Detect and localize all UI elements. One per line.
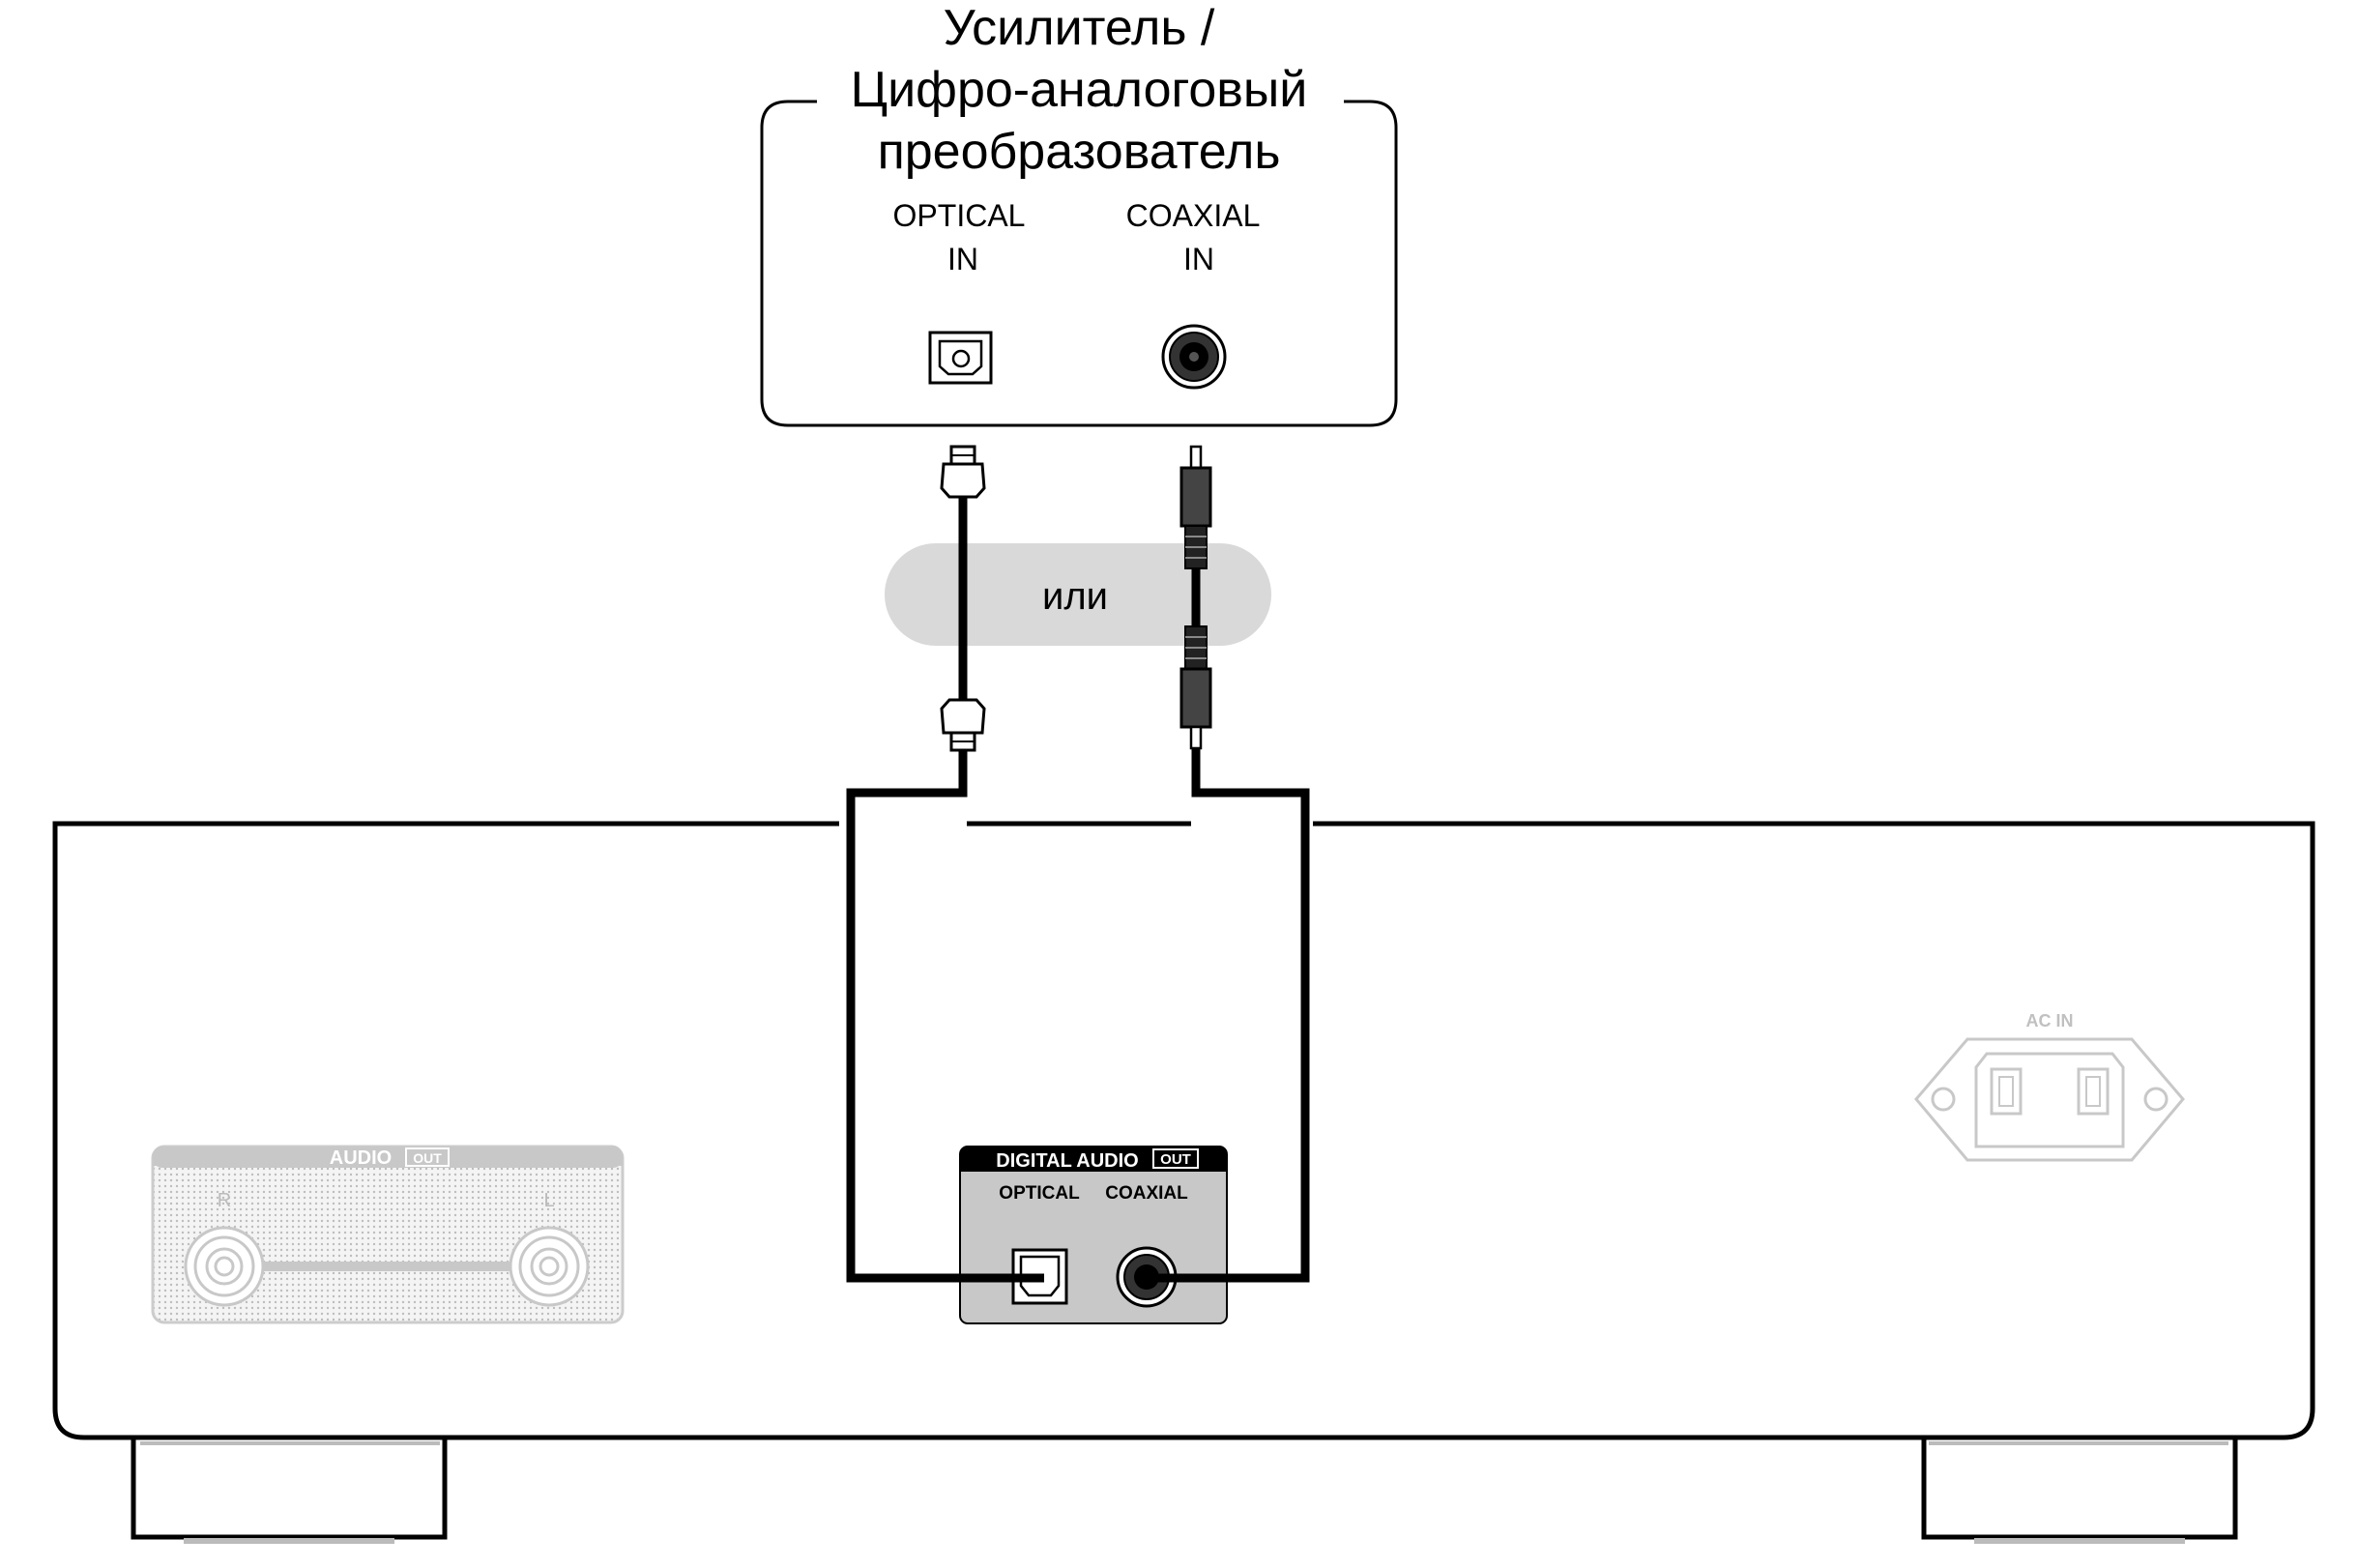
right-foot — [1921, 1437, 2238, 1544]
device-box-outline — [760, 100, 1398, 427]
device-title-line1: Усилитель / — [944, 0, 1215, 56]
device-coaxial-jack — [1161, 324, 1227, 390]
left-channel-label: L — [543, 1190, 554, 1211]
chassis-outline — [52, 821, 2315, 1440]
device-coaxial-in-label: IN — [1183, 242, 1214, 276]
optical-plug-bottom — [940, 698, 986, 752]
device-title-line3: преобразователь — [878, 124, 1281, 180]
audio-out-badge: OUT — [413, 1150, 442, 1166]
coaxial-plug-bottom — [1179, 625, 1212, 750]
device-title-line2: Цифро-аналоговый — [851, 62, 1308, 118]
left-foot — [131, 1437, 448, 1544]
audio-out-l-jack — [509, 1226, 590, 1307]
cable-routing — [846, 764, 1310, 1283]
or-label: или — [1042, 575, 1108, 618]
device-optical-in-label: IN — [947, 242, 978, 276]
or-separator: или — [885, 543, 1271, 646]
device-coaxial-label: COAXIAL — [1126, 198, 1261, 233]
coaxial-cable — [1179, 445, 1212, 791]
audio-out-r-jack — [184, 1226, 265, 1307]
player-rear-panel: AUDIO OUT R L DIGITAL AUD — [52, 821, 2315, 1544]
right-channel-label: R — [218, 1190, 231, 1211]
optical-cable — [940, 445, 986, 791]
coaxial-plug-top — [1179, 445, 1212, 569]
device-optical-label: OPTICAL — [893, 198, 1026, 233]
digital-audio-out-panel: DIGITAL AUDIO OUT OPTICAL COAXIAL — [959, 1146, 1228, 1324]
digital-audio-label: DIGITAL AUDIO — [996, 1150, 1138, 1172]
device-optical-jack — [928, 331, 993, 385]
ac-inlet: AC IN — [1914, 1011, 2185, 1162]
player-optical-label: OPTICAL — [999, 1183, 1080, 1204]
external-device: Усилитель / Цифро-аналоговый преобразова… — [760, 0, 1398, 427]
audio-label: AUDIO — [330, 1147, 392, 1169]
optical-plug-top — [940, 445, 986, 499]
ac-in-label: AC IN — [2026, 1011, 2074, 1031]
analog-audio-out-panel: AUDIO OUT R L — [151, 1145, 625, 1324]
player-coaxial-label: COAXIAL — [1105, 1183, 1188, 1204]
digital-out-badge: OUT — [1160, 1151, 1191, 1168]
